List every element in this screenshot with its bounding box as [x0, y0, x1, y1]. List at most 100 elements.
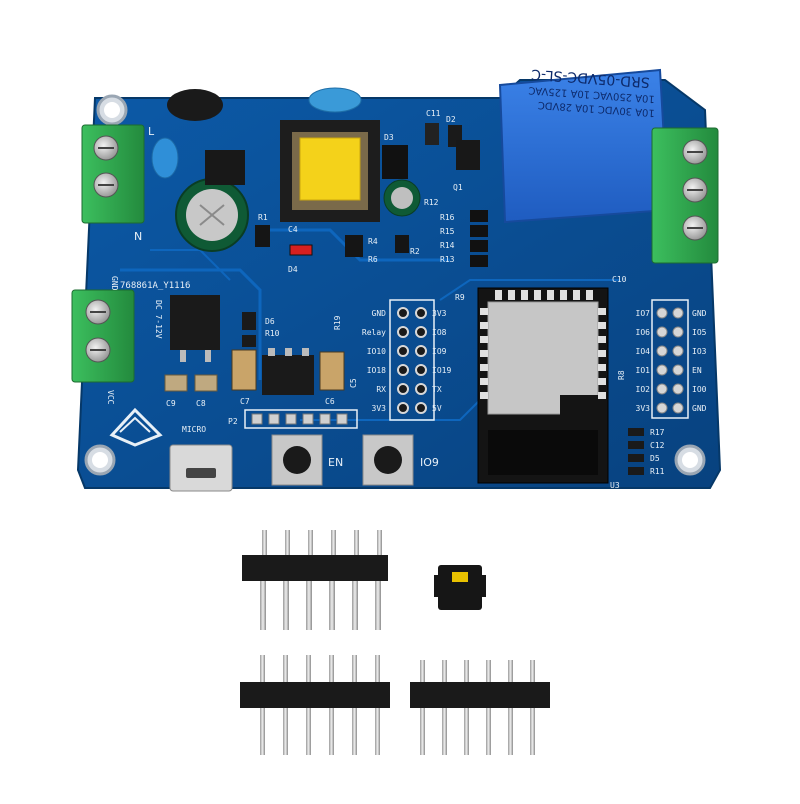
header-pin	[260, 580, 266, 630]
label-r17: R17	[650, 428, 665, 437]
smd-c12	[628, 441, 644, 449]
header-pin	[283, 580, 289, 630]
header-pin	[415, 402, 427, 414]
label-r19: R19	[333, 315, 342, 330]
smd-r10	[242, 335, 256, 347]
label-r4: R4	[368, 237, 378, 246]
header-pin	[415, 345, 427, 357]
header-pin	[306, 580, 312, 630]
micro-usb-port[interactable]	[169, 444, 233, 492]
module-pad	[480, 308, 488, 315]
module-pad	[480, 392, 488, 399]
y-capacitor	[308, 87, 362, 113]
label-d3: D3	[384, 133, 394, 142]
smd-r16	[470, 210, 488, 222]
label-r14: R14	[440, 241, 455, 250]
smd-c11	[425, 123, 439, 145]
header-p2	[244, 409, 358, 429]
smd-c6	[319, 351, 345, 391]
pin-label: IO7	[636, 309, 651, 318]
header-pin	[672, 326, 684, 338]
voltage-regulator	[170, 295, 220, 362]
module-pad	[480, 364, 488, 371]
pcb-pad	[268, 413, 280, 425]
pin-header-center	[389, 299, 435, 421]
header-pin	[331, 530, 336, 558]
module-pad	[598, 378, 606, 385]
varistor	[167, 89, 223, 121]
right-angle-pin-header	[242, 530, 388, 630]
header-pin	[656, 345, 668, 357]
label-gnd-dc: GND	[110, 276, 119, 291]
header-pin	[329, 580, 335, 630]
module-pad	[534, 290, 541, 300]
header-pin	[397, 307, 409, 319]
module-pad	[560, 290, 567, 300]
module-pad	[480, 378, 488, 385]
terminal-block-relay	[651, 127, 719, 264]
io9-button[interactable]	[362, 434, 414, 486]
smd-d6	[242, 312, 256, 330]
smd-r14	[470, 240, 488, 252]
pin-header-right	[651, 299, 689, 419]
x-capacitor	[151, 137, 179, 179]
header-pin	[415, 364, 427, 376]
module-pad	[573, 290, 580, 300]
label-c9: C9	[166, 399, 176, 408]
pin-label: 3V3	[432, 309, 447, 318]
module-pad	[598, 392, 606, 399]
smd-r11	[628, 467, 644, 475]
pcb-pad	[302, 413, 314, 425]
electrolytic-capacitor-large	[175, 178, 249, 252]
electrolytic-capacitor-small	[383, 179, 421, 217]
label-n: N	[134, 230, 142, 243]
module-pad	[598, 336, 606, 343]
module-pad	[547, 290, 554, 300]
label-r11: R11	[650, 467, 665, 476]
pin-label: IO5	[692, 328, 707, 337]
pin-label: IO6	[636, 328, 651, 337]
label-r10: R10	[265, 329, 280, 338]
label-c10: C10	[612, 275, 627, 284]
label-d6: D6	[265, 317, 275, 326]
header-pin	[415, 307, 427, 319]
module-pad	[586, 290, 593, 300]
smd-d5	[628, 454, 644, 462]
module-pad	[480, 350, 488, 357]
mounting-hole	[96, 94, 128, 126]
terminal-block-dc	[71, 289, 135, 383]
straight-pin-header-right	[410, 660, 550, 755]
pin-label: 5V	[432, 404, 442, 413]
pcb-pad	[336, 413, 348, 425]
header-pin	[397, 326, 409, 338]
pin-label: TX	[432, 385, 442, 394]
header-pin	[672, 383, 684, 395]
pin-label: Relay	[362, 328, 386, 337]
label-u3: U3	[610, 481, 620, 490]
pin-label: IO8	[432, 328, 447, 337]
en-button[interactable]	[271, 434, 323, 486]
pin-label: IO1	[636, 366, 651, 375]
module-pad	[480, 322, 488, 329]
jumper-cap	[434, 565, 486, 610]
label-r16: R16	[440, 213, 455, 222]
terminal-block-ac	[81, 124, 145, 224]
header-pin	[672, 364, 684, 376]
relay: SRD-05VDC-SL-C 10A 250VAC 10A 125VAC 10A…	[498, 66, 670, 224]
header-pin	[262, 530, 267, 558]
header-pin	[397, 345, 409, 357]
smd-r2	[395, 235, 409, 253]
header-pin	[285, 530, 290, 558]
esp-module	[477, 287, 609, 484]
label-c6: C6	[325, 397, 335, 406]
label-io9: IO9	[420, 456, 439, 469]
label-p2: P2	[228, 417, 238, 426]
smd-c7	[231, 349, 257, 391]
smd-r17	[628, 428, 644, 436]
label-d5: D5	[650, 454, 660, 463]
diode-d3	[382, 145, 408, 179]
bridge-rectifier	[205, 150, 245, 185]
label-c4: C4	[288, 225, 298, 234]
